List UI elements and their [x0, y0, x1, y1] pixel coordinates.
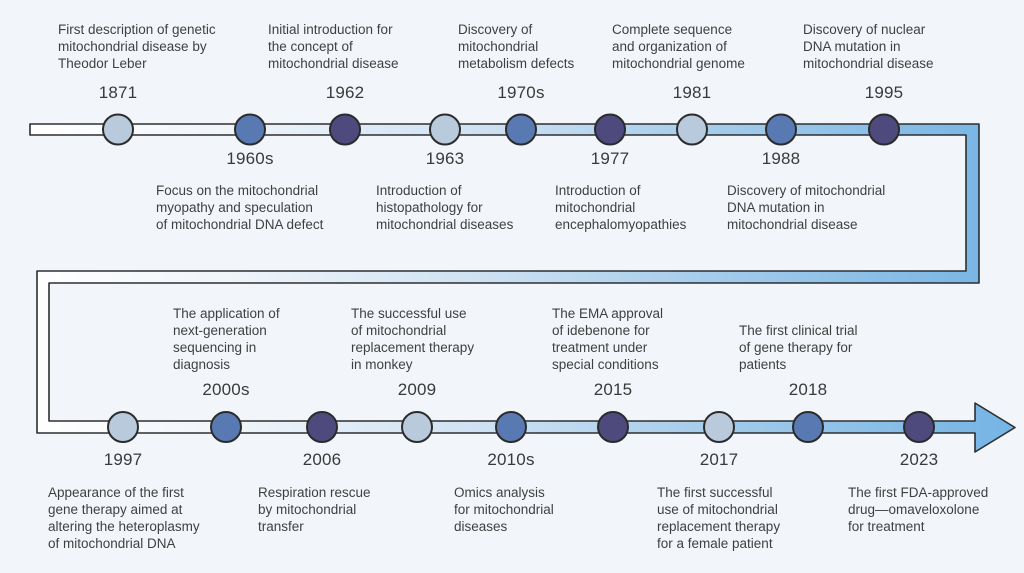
timeline-node-1871	[102, 113, 134, 146]
year-label-2015: 2015	[593, 380, 633, 399]
event-description-1970s: Discovery of mitochondrial metabolism de…	[458, 22, 575, 71]
year-label-2018: 2018	[788, 380, 828, 399]
event-description-1962: Initial introduction for the concept of …	[268, 22, 399, 71]
year-label-2006: 2006	[302, 450, 342, 469]
timeline-node-2010s	[495, 411, 527, 443]
timeline-node-1981	[676, 113, 708, 146]
event-description-1977: Introduction of mitochondrial encephalom…	[555, 183, 687, 232]
year-label-1997: 1997	[103, 450, 143, 469]
timeline-node-2006	[306, 411, 338, 443]
event-description-1960s: Focus on the mitochondrial myopathy and …	[156, 183, 324, 232]
year-label-2023: 2023	[899, 450, 939, 469]
event-description-1988: Discovery of mitochondrial DNA mutation …	[727, 183, 886, 232]
timeline-node-1977	[594, 113, 626, 146]
timeline-node-2015	[597, 411, 629, 443]
event-description-2009: The successful use of mitochondrial repl…	[351, 306, 475, 372]
year-label-1963: 1963	[425, 149, 465, 168]
event-description-1871: First description of genetic mitochondri…	[58, 22, 216, 71]
timeline-node-1963	[429, 113, 461, 146]
year-label-2000s: 2000s	[202, 380, 250, 399]
year-label-2010s: 2010s	[487, 450, 535, 469]
timeline-node-2000s	[210, 411, 242, 443]
event-description-1995: Discovery of nuclear DNA mutation in mit…	[803, 22, 934, 71]
year-label-1977: 1977	[590, 149, 630, 168]
timeline-ribbon-arrow	[29, 123, 1016, 453]
timeline-node-1988	[765, 113, 797, 146]
event-description-2015: The EMA approval of idebenone for treatm…	[552, 306, 664, 372]
event-description-2000s: The application of next-generation seque…	[173, 306, 280, 372]
timeline-node-1960s	[234, 113, 266, 146]
event-description-1981: Complete sequence and organization of mi…	[612, 22, 745, 71]
year-label-1871: 1871	[98, 83, 138, 102]
event-description-2010s: Omics analysis for mitochondrial disease…	[454, 485, 554, 534]
event-description-1997: Appearance of the first gene therapy aim…	[48, 485, 200, 551]
year-label-1962: 1962	[325, 83, 365, 102]
timeline-node-2023	[903, 411, 935, 443]
year-label-1995: 1995	[864, 83, 904, 102]
timeline-nodes	[102, 113, 935, 443]
event-description-2018: The first clinical trial of gene therapy…	[739, 323, 858, 372]
timeline-node-2017	[703, 411, 735, 443]
event-description-2023: The first FDA-approved drug—omaveloxolon…	[848, 485, 989, 534]
year-label-1981: 1981	[672, 83, 712, 102]
year-label-1988: 1988	[761, 149, 801, 168]
timeline-node-2009	[401, 411, 433, 443]
event-description-2006: Respiration rescue by mitochondrial tran…	[258, 485, 371, 534]
year-label-1970s: 1970s	[497, 83, 545, 102]
timeline-node-1962	[329, 113, 361, 146]
timeline-node-1970s	[505, 113, 537, 146]
year-label-2009: 2009	[397, 380, 437, 399]
year-label-1960s: 1960s	[226, 149, 274, 168]
timeline-node-2018	[792, 411, 824, 443]
timeline-node-1997	[107, 411, 139, 443]
timeline-node-1995	[868, 113, 900, 146]
event-description-2017: The first successful use of mitochondria…	[657, 485, 781, 551]
event-description-1963: Introduction of histopathology for mitoc…	[376, 183, 514, 232]
year-label-2017: 2017	[699, 450, 739, 469]
